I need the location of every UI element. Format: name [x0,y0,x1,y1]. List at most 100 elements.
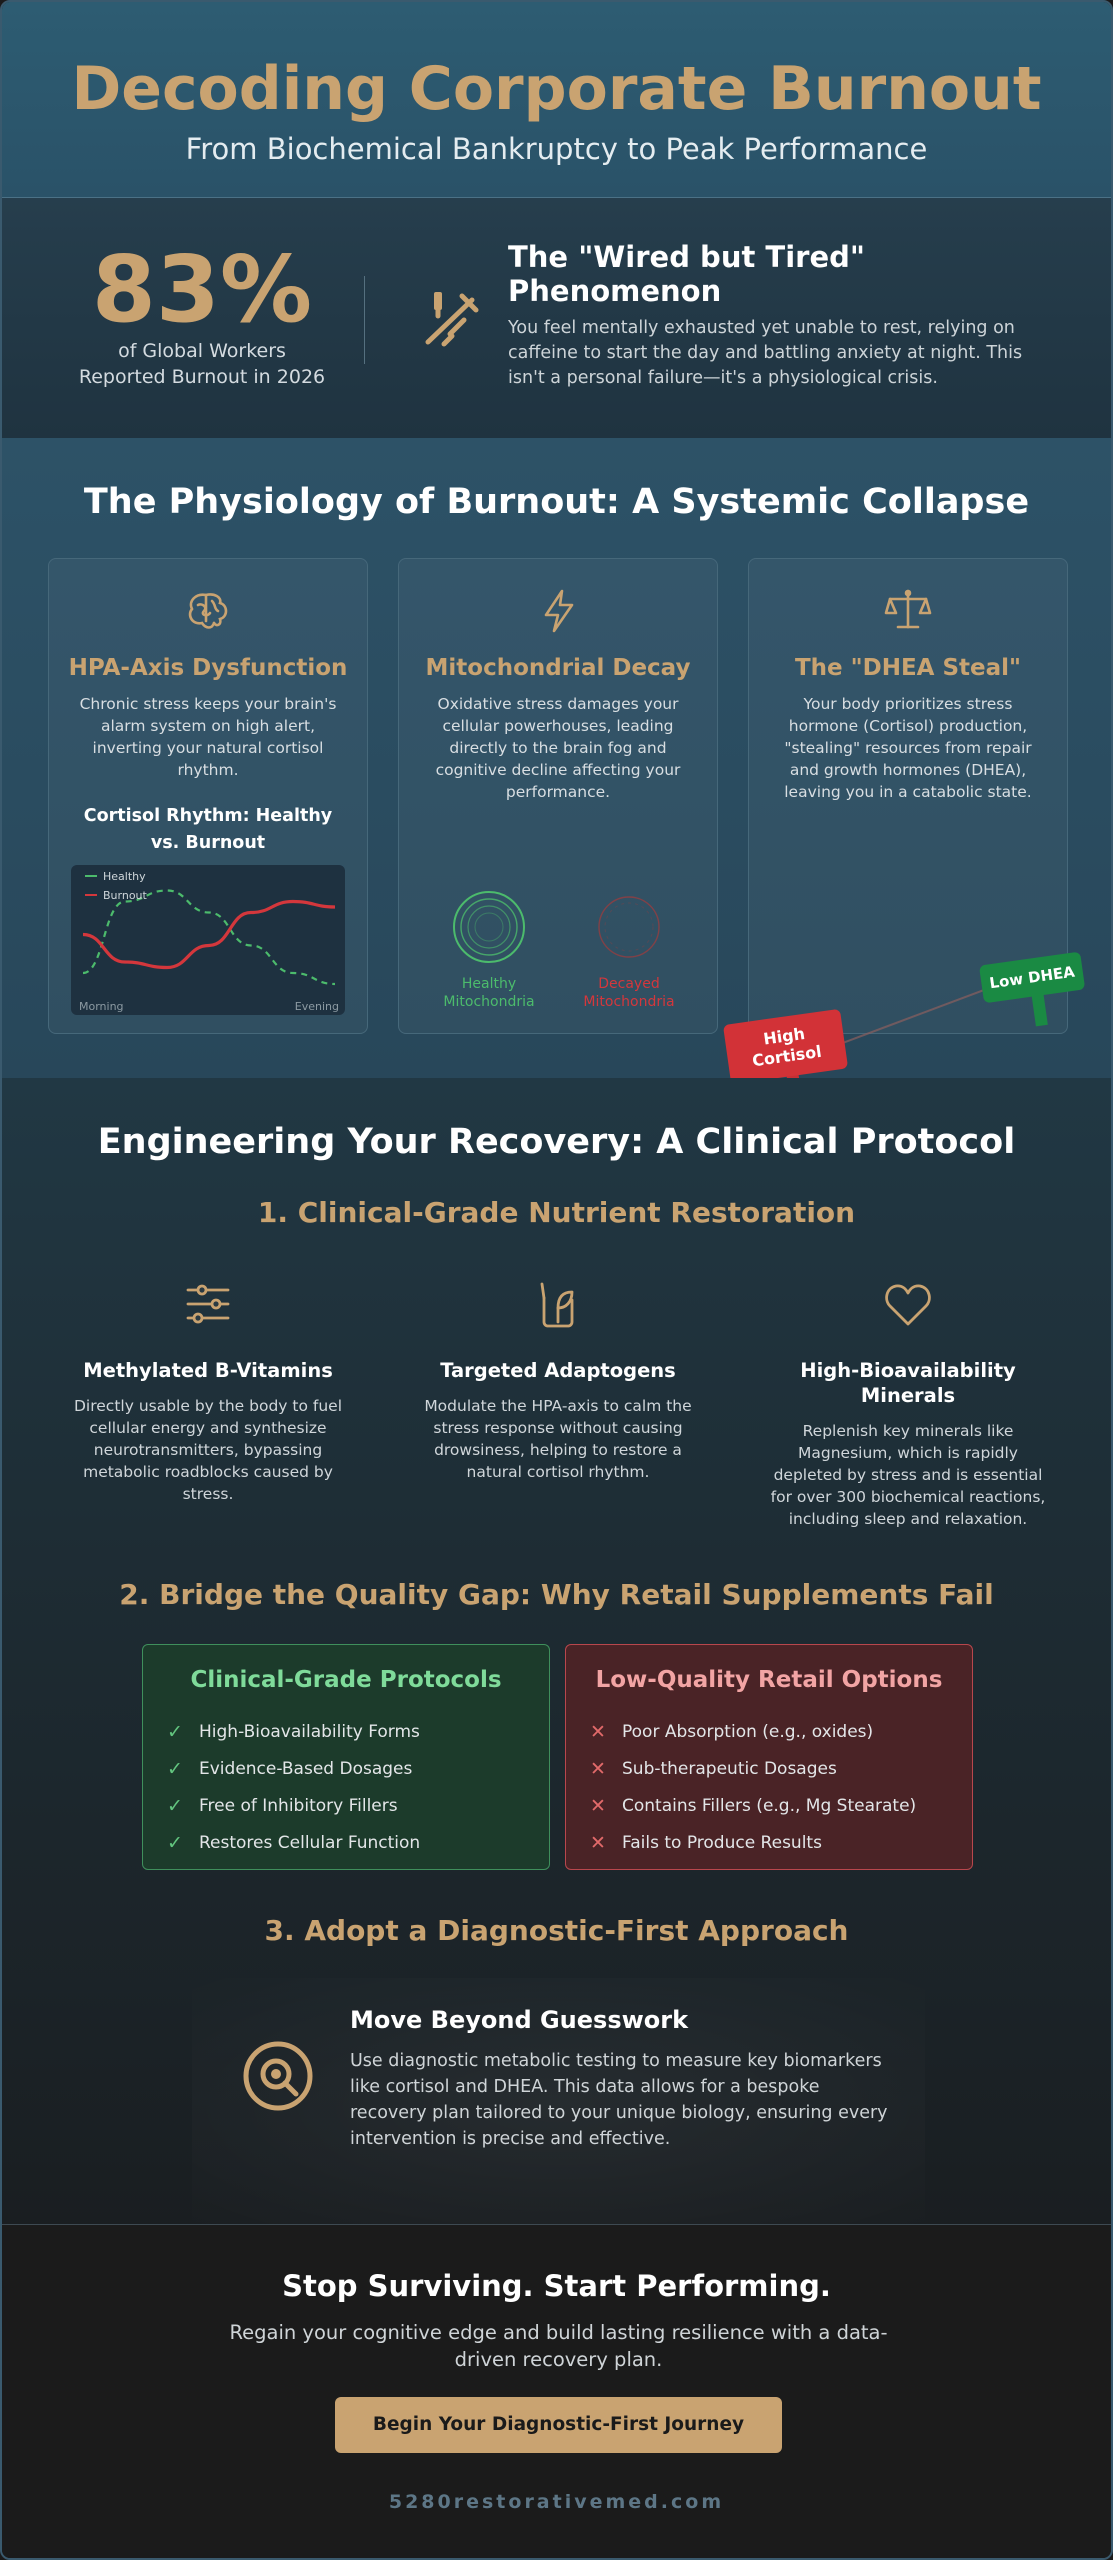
cta-section: Stop Surviving. Start Performing. Regain… [2,2224,1111,2558]
physiology-heading: The Physiology of Burnout: A Systemic Co… [83,482,1030,522]
wired-tired-title-line: The "Wired but Tired" [508,240,865,274]
cta-body: Regain your cognitive edge and build las… [229,2321,888,2371]
card-dhea-steal: The "DHEA Steal" Your body prioritizes s… [748,558,1068,1034]
list-item-text: Contains Fillers (e.g., Mg Stearate) [622,1795,917,1816]
card-body: Chronic stress keeps your brain's alarm … [79,695,337,779]
list-item-text: Poor Absorption (e.g., oxides) [622,1721,874,1742]
list-item-text: Fails to Produce Results [622,1832,822,1853]
step3-heading: 3. Adopt a Diagnostic-First Approach [264,1914,849,1947]
stat-value: 83% [91,236,313,343]
check-icon: ✓ [167,1794,183,1817]
chart-title: Cortisol Rhythm: Healthy vs. Burnout [83,806,333,853]
healthy-mitochondria: Healthy Mitochondria [439,889,539,1011]
check-icon: ✓ [167,1757,183,1780]
decayed-mitochondria: Decayed Mitochondria [579,889,679,1011]
sliders-icon [186,1284,230,1324]
nutrient-adaptogens: Targeted Adaptogens Modulate the HPA-axi… [418,1278,698,1483]
tools-icon [425,292,479,347]
list-item: ✓ Free of Inhibitory Fillers [167,1787,533,1824]
wired-tired-body: You feel mentally exhausted yet unable t… [508,318,1023,388]
card-hpa-axis: HPA-Axis Dysfunction Chronic stress keep… [48,558,368,1034]
list-item-text: High-Bioavailability Forms [199,1721,420,1742]
healthy-mitochondria-icon [453,891,525,963]
website-link[interactable]: 5280restorativemed.com [388,2491,725,2513]
nutrient-title-line: Minerals [860,1384,956,1407]
list-item-text: Restores Cellular Function [199,1832,421,1853]
list-item-text: Free of Inhibitory Fillers [199,1795,398,1816]
legend-label: Burnout [103,889,148,902]
cta-title: Stop Surviving. Start Performing. [282,2269,831,2303]
stat-caption-line: Reported Burnout in 2026 [78,366,326,388]
low-dhea-sign: Low DHEA [978,951,1095,1045]
x-icon: ✕ [590,1757,606,1780]
label-line: Mitochondria [583,994,675,1010]
lightning-icon [544,589,574,633]
heart-icon [885,1284,931,1326]
wired-tired-title-line: Phenomenon [508,274,722,308]
nutrient-b-vitamins: Methylated B-Vitamins Directly usable by… [68,1278,348,1505]
list-item: ✕ Contains Fillers (e.g., Mg Stearate) [590,1787,956,1824]
stat-band: 83% of Global Workers Reported Burnout i… [2,198,1111,438]
begin-journey-button[interactable]: Begin Your Diagnostic-First Journey [335,2397,782,2453]
list-item-text: Evidence-Based Dosages [199,1758,413,1779]
clinical-grade-list: ✓ High-Bioavailability Forms ✓ Evidence-Ba… [167,1713,533,1861]
stat-caption: of Global Workers Reported Burnout in 20… [62,338,342,390]
physiology-section: The Physiology of Burnout: A Systemic Co… [2,438,1111,1123]
legend-label: Healthy [103,870,146,883]
nutrient-title-line: High-Bioavailability [800,1359,1016,1382]
decayed-mitochondria-label: Decayed Mitochondria [579,975,679,1011]
page-title: Decoding Corporate Burnout [71,54,1042,124]
list-item: ✓ Evidence-Based Dosages [167,1750,533,1787]
stat-caption-line: of Global Workers [118,340,286,362]
x-icon: ✕ [590,1720,606,1743]
retail-title: Low-Quality Retail Options [595,1667,943,1693]
nutrient-body: Directly usable by the body to fuel cell… [74,1397,342,1503]
clinical-grade-title: Clinical-Grade Protocols [190,1667,502,1693]
list-item: ✕ Poor Absorption (e.g., oxides) [590,1713,956,1750]
list-item: ✕ Sub-therapeutic Dosages [590,1750,956,1787]
page-subtitle: From Biochemical Bankruptcy to Peak Perf… [185,132,928,166]
nutrient-title: Targeted Adaptogens [440,1359,676,1382]
label-line: Decayed [598,976,660,992]
nutrient-title: High-Bioavailability Minerals [768,1358,1048,1408]
card-body: Your body prioritizes stress hormone (Co… [784,695,1032,801]
label-line: Healthy [461,976,517,992]
check-icon: ✓ [167,1720,183,1743]
nutrient-body: Modulate the HPA-axis to calm the stress… [424,1397,692,1481]
clinical-grade-box: Clinical-Grade Protocols ✓ High-Bioavaila… [142,1644,550,1870]
step2-heading: 2. Bridge the Quality Gap: Why Retail Su… [119,1578,994,1611]
card-body: Oxidative stress damages your cellular p… [435,695,681,801]
decayed-mitochondria-icon [598,896,660,958]
x-icon: ✕ [590,1831,606,1854]
card-title: Mitochondrial Decay [425,655,691,681]
nutrient-title: Methylated B-Vitamins [83,1359,333,1382]
list-item-text: Sub-therapeutic Dosages [622,1758,837,1779]
nutrient-minerals: High-Bioavailability Minerals Replenish … [768,1278,1048,1530]
x-tick-label: Morning [79,1000,124,1013]
brain-icon [188,593,228,629]
diagnostic-box: Move Beyond Guesswork Use diagnostic met… [192,1978,925,2232]
list-item: ✕ Fails to Produce Results [590,1824,956,1861]
check-icon: ✓ [167,1831,183,1854]
divider [364,276,365,364]
protocol-heading: Engineering Your Recovery: A Clinical Pr… [97,1122,1016,1162]
x-icon: ✕ [590,1794,606,1817]
diagnostic-body: Use diagnostic metabolic testing to meas… [350,2051,888,2149]
diagnostic-title: Move Beyond Guesswork [350,2006,689,2034]
sign-board: High Cortisol [722,1008,849,1085]
card-title: HPA-Axis Dysfunction [68,655,348,681]
card-mitochondrial: Mitochondrial Decay Oxidative stress dam… [398,558,718,1034]
retail-box: Low-Quality Retail Options ✕ Poor Absorpt… [565,1644,973,1870]
protocol-section: Engineering Your Recovery: A Clinical Pr… [2,1078,1111,2232]
step1-heading: 1. Clinical-Grade Nutrient Restoration [257,1196,856,1229]
series-line-burnout [82,899,336,970]
magnifier-icon [243,2041,313,2111]
list-item: ✓ Restores Cellular Function [167,1824,533,1861]
scale-icon [884,589,932,629]
leaf-jar-icon [540,1282,574,1328]
label-line: Mitochondria [443,994,535,1010]
x-tick-label: Evening [295,1000,339,1013]
